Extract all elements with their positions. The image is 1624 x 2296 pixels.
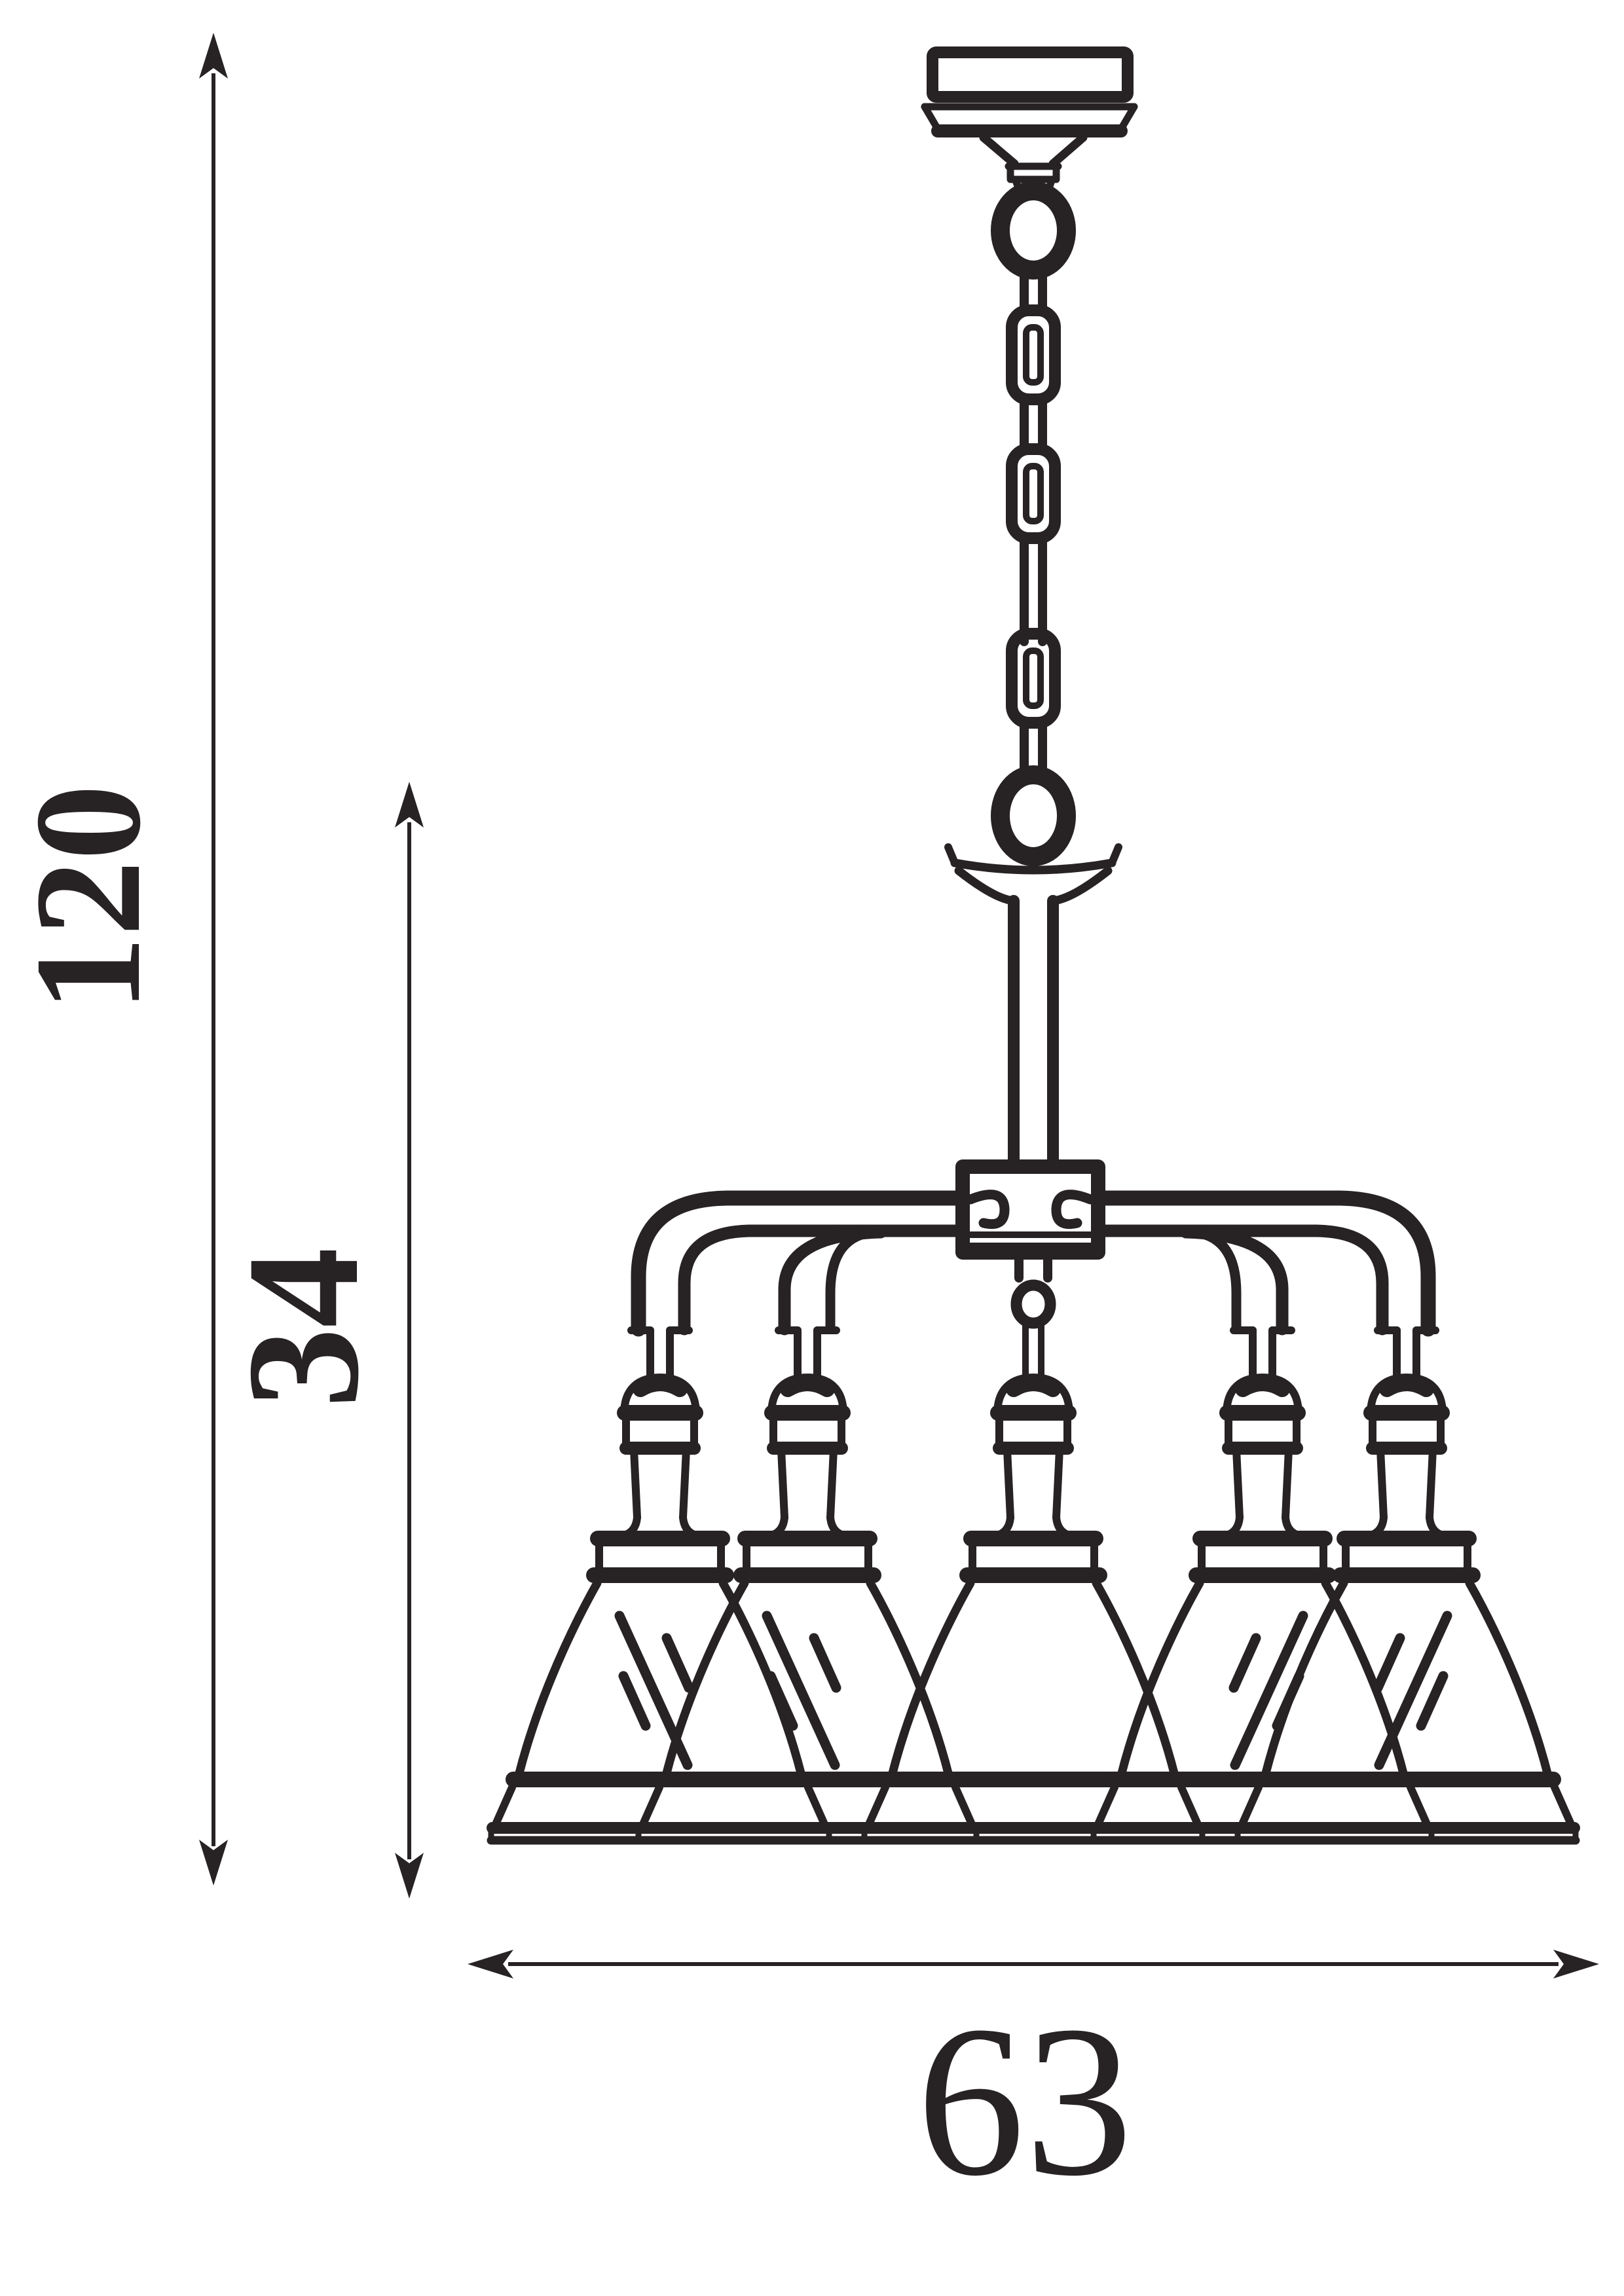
- hub-curl-left: [965, 1190, 1010, 1230]
- dimension-label-total-height: 120: [4, 784, 172, 1012]
- arm-right-outer: [1090, 1190, 1436, 1337]
- arm-hub: [955, 1159, 1105, 1382]
- arrowhead-right-icon: [1553, 1950, 1599, 1978]
- glass-glint-2: [767, 1616, 836, 1765]
- chain-link-3: [1012, 634, 1055, 723]
- arm-left-outer: [631, 1190, 970, 1337]
- center-hanger-loop: [1010, 1279, 1056, 1329]
- hanging-chain: [991, 181, 1076, 866]
- shades: [491, 1377, 1576, 1842]
- dimension-label-width: 63: [917, 1982, 1133, 2221]
- dimension-label-body-height: 34: [214, 1248, 392, 1408]
- arrowhead-up-icon: [395, 782, 424, 828]
- ceiling-canopy: [921, 46, 1138, 202]
- arrowhead-left-icon: [468, 1950, 513, 1978]
- center-stem: [1008, 895, 1059, 1173]
- chain-link-1: [1012, 310, 1055, 399]
- arms: [631, 1190, 1436, 1380]
- lower-loop: [991, 765, 1076, 866]
- hub-curl-right: [1051, 1190, 1096, 1230]
- dimension-body-height: 34: [214, 782, 424, 1899]
- glass-glint-4: [1234, 1616, 1303, 1765]
- arrowhead-down-icon: [199, 1840, 228, 1886]
- glass-glint-5: [1378, 1616, 1447, 1765]
- glass-glint-1: [619, 1616, 689, 1765]
- top-loop: [991, 181, 1076, 280]
- arrowhead-down-icon: [395, 1853, 424, 1899]
- arrowhead-up-icon: [199, 33, 228, 79]
- dimension-width: 63: [468, 1950, 1599, 2221]
- dimension-total-height: 120: [4, 33, 228, 1886]
- chain-link-2: [1012, 449, 1055, 538]
